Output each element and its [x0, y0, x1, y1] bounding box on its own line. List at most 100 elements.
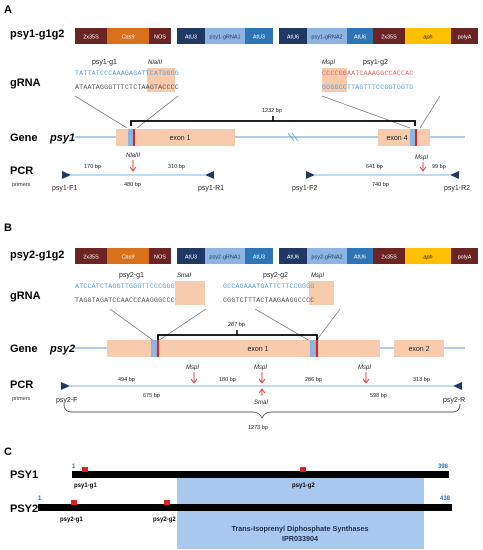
- grna-seq-top-a-g2: CCCCGGAATCAAAGGCCACCAC: [322, 70, 413, 77]
- psy2-end: 438: [440, 496, 451, 502]
- gene-break: [291, 132, 299, 142]
- seg-a-5: AtU3: [253, 35, 265, 41]
- primer-arrow-psy1-f2: [306, 171, 315, 179]
- seg-a-10: aph: [423, 35, 432, 41]
- guide-line: [157, 308, 207, 342]
- seg-b-3: AtU3: [185, 255, 197, 261]
- primer-arrow-psy1-r2: [450, 171, 459, 179]
- psy2-g1-label: psy2-g1: [60, 517, 83, 523]
- grna-seq-top-b-g1: ATCCATCTAGGTTGGGTTCCCGGG: [75, 283, 175, 290]
- seg-b-4: psy2-gRNA1: [209, 255, 240, 261]
- seg-a-7: psy1-gRNA2: [311, 35, 342, 41]
- construct-bar-a: 2x35S Cas9 NOS AtU3 psy1-gRNA1 AtU3 AtU6…: [75, 28, 478, 44]
- guide-line: [254, 308, 311, 342]
- primer-psy1-r1: psy1-R1: [198, 185, 224, 192]
- primer-arrow-psy1-f1: [62, 171, 71, 179]
- grna-label-b-g2: psy2-g2: [263, 272, 288, 279]
- seg-b-8: AtU6: [354, 255, 366, 261]
- pcr-total-b: 1273 bp: [248, 425, 268, 431]
- grna-mark-psy1-g2: [300, 467, 306, 472]
- seg-b-2: NOS: [154, 255, 166, 261]
- row-label-gene-b: Gene: [10, 343, 38, 355]
- exon1-b: [107, 340, 380, 357]
- protein-label-psy2: PSY2: [10, 503, 38, 515]
- seg-a-2: NOS: [154, 35, 166, 41]
- seg-a-3: AtU3: [185, 35, 197, 41]
- seg-b-5: AtU3: [253, 255, 265, 261]
- seg-b-6: AtU6: [287, 255, 299, 261]
- psy2-g2-label: psy2-g2: [153, 517, 176, 523]
- grna-seq-top-b-g2: GCCAGAAATGATTCTTCCGGGG: [223, 283, 314, 290]
- seg-b-9: 2x35S: [381, 255, 397, 261]
- guide-line: [74, 95, 128, 129]
- exon4-label-a: exon 4: [386, 135, 407, 142]
- enzyme-b-g1: SmaI: [177, 273, 191, 279]
- pcr-seg-b-675: 675 bp: [143, 393, 160, 399]
- grna-site-b-g2: [310, 340, 316, 357]
- seg-b-11: polyA: [458, 255, 472, 261]
- grna-highlight-b-g2: [309, 281, 334, 305]
- pcr-enzyme-smai: SmaI: [254, 400, 268, 406]
- primer-psy2-f: psy2-F: [56, 397, 77, 404]
- construct-bar-b: 2x35S Cas9 NOS AtU3 psy2-gRNA1 AtU3 AtU6…: [75, 248, 478, 264]
- construct-name-b: psy2-g1g2: [10, 249, 64, 261]
- pcr-seg-b-180: 180 bp: [219, 377, 236, 383]
- grna-highlight-b-g1: [175, 281, 205, 305]
- pcr-enzyme-a-left: NlaIII: [126, 153, 140, 159]
- grna-label-a-g1: psy1-g1: [92, 59, 117, 66]
- psy1-start: 1: [72, 464, 76, 470]
- pcr-enzyme-b-3: MspI: [358, 365, 371, 371]
- seg-a-6: AtU6: [287, 35, 299, 41]
- grna-label-b-g1: psy2-g1: [119, 272, 144, 279]
- seg-b-10: aph: [423, 255, 432, 261]
- pcr-seg-b-313: 313 bp: [413, 377, 430, 383]
- panel-label-c: C: [4, 446, 12, 458]
- exon1-a: [116, 129, 235, 146]
- row-label-grna-a: gRNA: [10, 77, 41, 89]
- grna-seq-bot-a-g1: ATAATAGGGTTTCTCTAAGTACCCC: [75, 84, 179, 91]
- grna-highlight-a-g1: [147, 68, 175, 92]
- deletion-length-a: 1232 bp: [262, 108, 282, 114]
- pcr-seg-b-494: 494 bp: [118, 377, 135, 383]
- construct-name-a: psy1-g1g2: [10, 28, 64, 40]
- protein-bar-psy1: [72, 471, 449, 478]
- guide-line: [419, 95, 441, 129]
- pcr-seg-a-641: 641 bp: [366, 164, 383, 170]
- guide-line: [315, 308, 341, 342]
- grna-site-a-g2: [410, 129, 416, 146]
- pcr-seg-a-170: 170 bp: [84, 164, 101, 170]
- grna-highlight-a-g2: [322, 68, 347, 92]
- seg-a-1: Cas9: [122, 35, 135, 41]
- exon2-label-b: exon 2: [408, 346, 429, 353]
- row-label-pcr-b: PCR: [10, 379, 33, 391]
- row-label-pcr-a: PCR: [10, 165, 33, 177]
- guide-line: [136, 95, 179, 129]
- deletion-length-b: 287 bp: [228, 322, 245, 328]
- cut-site-b-g1: [157, 340, 159, 357]
- grna-seq-bot-b-g2: CGGTCTTTACTAAGAAGGCCCC: [223, 297, 314, 304]
- seg-b-0: 2x35S: [83, 255, 99, 261]
- grna-mark-psy2-g2: [164, 500, 170, 505]
- enzyme-a-g1: NlaIII: [148, 60, 162, 66]
- exon2-b: [394, 340, 444, 357]
- grna-mark-psy2-g1: [71, 500, 77, 505]
- protein-label-psy1: PSY1: [10, 469, 38, 481]
- domain-id: IPR033904: [282, 534, 318, 543]
- pcr-enzyme-b-1: MspI: [186, 365, 199, 371]
- gene-name-b: psy2: [49, 343, 75, 355]
- grna-label-a-g2: psy1-g2: [363, 59, 388, 66]
- guide-line: [109, 308, 155, 342]
- pcr-enzyme-b-2: MspI: [254, 365, 267, 371]
- pcr-total-a-right: 740 bp: [372, 182, 389, 188]
- primer-psy1-r2: psy1-R2: [444, 185, 470, 192]
- primer-arrow-psy2-r: [453, 382, 462, 390]
- pcr-seg-b-598: 598 bp: [370, 393, 387, 399]
- seg-a-0: 2x35S: [83, 35, 99, 41]
- primer-psy1-f2: psy1-F2: [292, 185, 317, 192]
- seg-b-7: psy2-gRNA2: [311, 255, 342, 261]
- psy1-g1-label: psy1-g1: [74, 483, 97, 489]
- gene-break: [287, 132, 295, 142]
- pcr-seg-a-310: 310 bp: [168, 164, 185, 170]
- enzyme-a-g2: MspI: [322, 60, 335, 66]
